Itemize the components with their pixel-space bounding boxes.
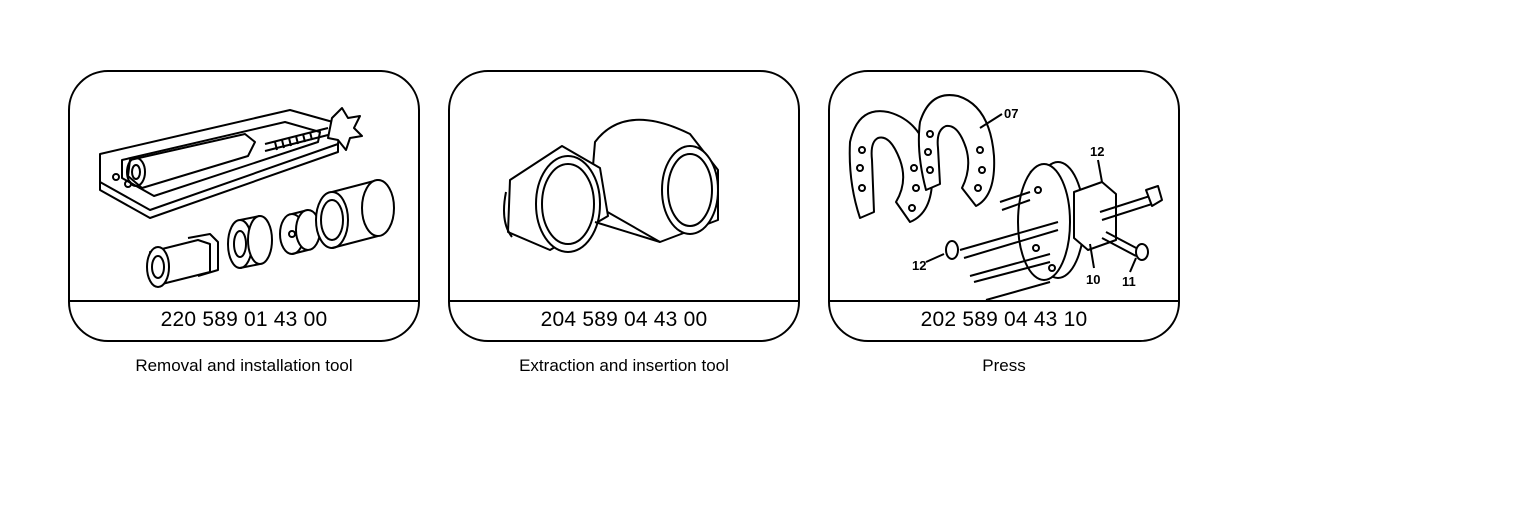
part-number: 204 589 04 43 00: [540, 308, 708, 331]
svg-text:07: 07: [1004, 106, 1018, 121]
tool-frame: 07 12 12 10 11 202 589 04 43 10: [828, 70, 1180, 342]
card-divider: [450, 300, 798, 302]
tool-card-extraction-insertion: 204 589 04 43 00 Extraction and insertio…: [448, 70, 800, 375]
removal-installation-tool-illustration: [99, 107, 395, 288]
card-divider: [70, 300, 418, 302]
tool-caption: Extraction and insertion tool: [519, 356, 729, 375]
tool-card-removal-installation: 220 589 01 43 00 Removal and installatio…: [68, 70, 420, 375]
part-number: 220 589 01 43 00: [160, 308, 328, 331]
tool-card-press: 07 12 12 10 11 202 589 04 43 10 Press: [828, 70, 1180, 375]
extraction-insertion-tool-illustration: [503, 118, 719, 253]
tool-caption: Press: [982, 356, 1026, 375]
tool-frame: 220 589 01 43 00: [68, 70, 420, 342]
card-divider: [830, 300, 1178, 302]
part-number: 202 589 04 43 10: [920, 308, 1088, 331]
tool-frame: 204 589 04 43 00: [448, 70, 800, 342]
svg-text:12: 12: [912, 258, 926, 273]
svg-text:10: 10: [1086, 272, 1100, 287]
press-assembly-illustration: 07 12 12 10 11: [848, 94, 1163, 300]
svg-text:11: 11: [1122, 274, 1136, 289]
svg-text:12: 12: [1090, 144, 1104, 159]
tool-caption: Removal and installation tool: [135, 356, 353, 375]
